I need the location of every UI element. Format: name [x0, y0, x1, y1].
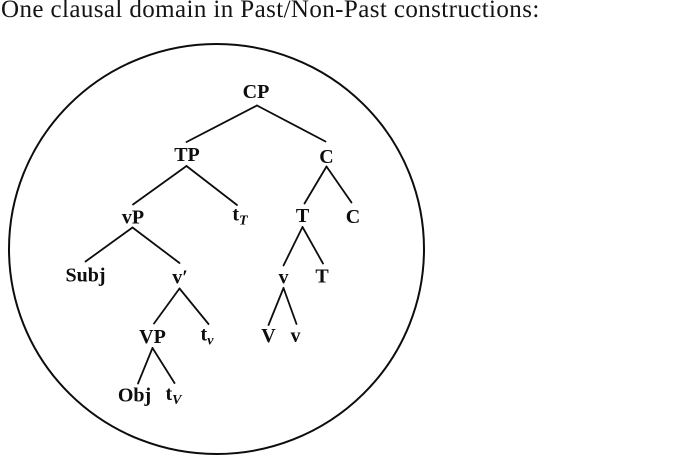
edge-C-T-complex	[303, 165, 328, 205]
tree-node-VP: VP	[139, 326, 166, 348]
tree-node-Subj: Subj	[65, 265, 105, 287]
tree-node-trace-V: tV	[165, 383, 183, 408]
trace-V-subscript: V	[172, 393, 183, 408]
clausal-domain-circle	[8, 43, 425, 455]
tree-node-v-bar: v′	[172, 267, 188, 289]
edge-CP-C-complex	[256, 104, 327, 143]
tree-node-T-complex: T	[296, 205, 310, 227]
edge-v-v-head	[282, 287, 298, 325]
trace-V-main: t	[165, 383, 172, 405]
tree-node-v-complex: v	[279, 267, 289, 289]
edge-vP-v-bar	[131, 226, 181, 264]
edge-C-C-head	[325, 165, 353, 204]
tree-node-Obj: Obj	[118, 385, 151, 407]
edge-v-bar-trace-v	[178, 287, 210, 325]
edge-v-V-head	[267, 287, 285, 326]
trace-v-main: t	[201, 324, 208, 346]
tree-node-trace-T: tT	[232, 204, 249, 229]
tree-node-T-head: T	[315, 266, 329, 288]
edge-v-bar-VP	[153, 287, 181, 325]
tree-node-TP: TP	[174, 144, 200, 166]
edge-TP-trace-T	[185, 165, 238, 206]
tree-node-trace-v: tv	[201, 324, 215, 349]
tree-node-v-head: v	[291, 325, 301, 347]
trace-v-subscript: v	[207, 334, 214, 349]
edge-VP-Obj	[137, 347, 154, 385]
tree-node-vP: vP	[122, 207, 144, 229]
edge-TP-vP	[132, 165, 188, 206]
edge-T-v-complex	[282, 226, 304, 267]
edge-T-T-head	[301, 226, 324, 265]
tree-node-C-head: C	[346, 206, 360, 228]
edge-CP-TP	[185, 104, 258, 143]
tree-node-CP: CP	[243, 81, 270, 103]
tree-node-V-head: V	[261, 325, 276, 347]
tree-node-C-complex: C	[319, 146, 333, 168]
edge-VP-trace-V	[151, 347, 176, 384]
edge-vP-Subj	[84, 226, 134, 263]
trace-T-subscript: T	[239, 214, 249, 229]
trace-T-main: t	[232, 204, 239, 226]
figure-title: One clausal domain in Past/Non-Past cons…	[1, 0, 540, 23]
